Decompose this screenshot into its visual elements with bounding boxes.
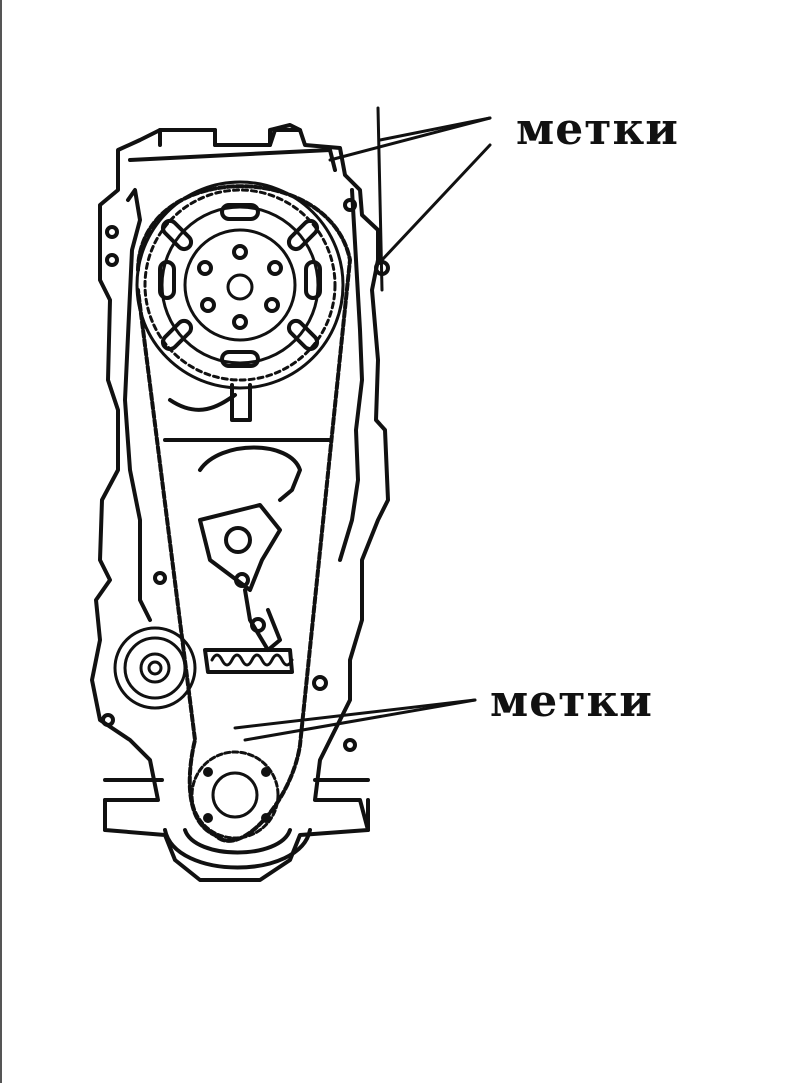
tensioner-pivot bbox=[224, 526, 252, 554]
bottom-flange bbox=[103, 778, 370, 832]
lower-housing-inner bbox=[183, 828, 292, 855]
cam-bolt-hole bbox=[200, 297, 216, 313]
top-ridge bbox=[128, 148, 337, 172]
cam-slot bbox=[286, 318, 320, 352]
crank-dot bbox=[203, 767, 213, 777]
cam-bolt-hole bbox=[197, 260, 213, 276]
tensioner-arm bbox=[198, 445, 302, 502]
cam-hub bbox=[183, 228, 297, 342]
crank-dot bbox=[261, 767, 271, 777]
cam-support-post bbox=[230, 383, 252, 422]
crank-sprocket bbox=[190, 750, 280, 840]
idler-pulley-center bbox=[147, 660, 163, 676]
cam-slot bbox=[220, 203, 260, 221]
top-leader-line-3 bbox=[380, 143, 492, 262]
crank-hub bbox=[211, 771, 259, 819]
cam-slot bbox=[160, 318, 194, 352]
inner-block-line bbox=[123, 188, 152, 622]
bottom-leader-line-1 bbox=[233, 698, 477, 730]
block-bolt bbox=[312, 675, 328, 691]
cam-slot bbox=[286, 218, 320, 252]
idler-pulley-outer bbox=[113, 626, 197, 710]
block-bolt bbox=[105, 253, 119, 267]
block-bolt bbox=[343, 198, 357, 212]
cam-bolt-hole bbox=[264, 297, 280, 313]
tensioner-spring bbox=[210, 653, 294, 667]
bottom-marks-label: метки bbox=[490, 676, 653, 727]
crank-dot bbox=[261, 813, 271, 823]
spring-housing bbox=[203, 648, 294, 674]
top-marker-bolt bbox=[374, 260, 390, 276]
block-bolt bbox=[343, 738, 357, 752]
cam-slot bbox=[158, 260, 176, 300]
cam-bolt-hole bbox=[232, 244, 248, 260]
cam-bolt-hole bbox=[267, 260, 283, 276]
cam-support-ledge bbox=[168, 393, 237, 412]
lower-housing-arc bbox=[163, 828, 312, 870]
engine-block-outline bbox=[90, 128, 390, 882]
block-bolt bbox=[105, 225, 119, 239]
bottom-leader-line-2 bbox=[243, 698, 477, 742]
cam-slot bbox=[160, 218, 194, 252]
block-bolt bbox=[101, 713, 115, 727]
crank-dot bbox=[203, 813, 213, 823]
tensioner-lever-pin bbox=[250, 617, 266, 633]
cam-slot bbox=[220, 350, 260, 368]
inner-block-line-right bbox=[338, 188, 364, 562]
top-marks-label: метки bbox=[516, 104, 679, 155]
block-bolt bbox=[153, 571, 167, 585]
cam-slot bbox=[304, 260, 322, 300]
cam-center-bolt bbox=[226, 273, 254, 301]
tensioner-bolt bbox=[234, 572, 250, 588]
tensioner-plate bbox=[198, 503, 282, 592]
idler-pulley-hub bbox=[139, 652, 171, 684]
cam-sprocket-outer bbox=[135, 180, 345, 390]
top-leader-line-2 bbox=[328, 116, 492, 162]
cam-sprocket-teeth bbox=[143, 188, 337, 382]
scan-edge-line bbox=[0, 0, 2, 1083]
top-flange bbox=[158, 123, 302, 147]
idler-pulley-ring bbox=[123, 636, 187, 700]
cam-bolt-hole bbox=[232, 314, 248, 330]
